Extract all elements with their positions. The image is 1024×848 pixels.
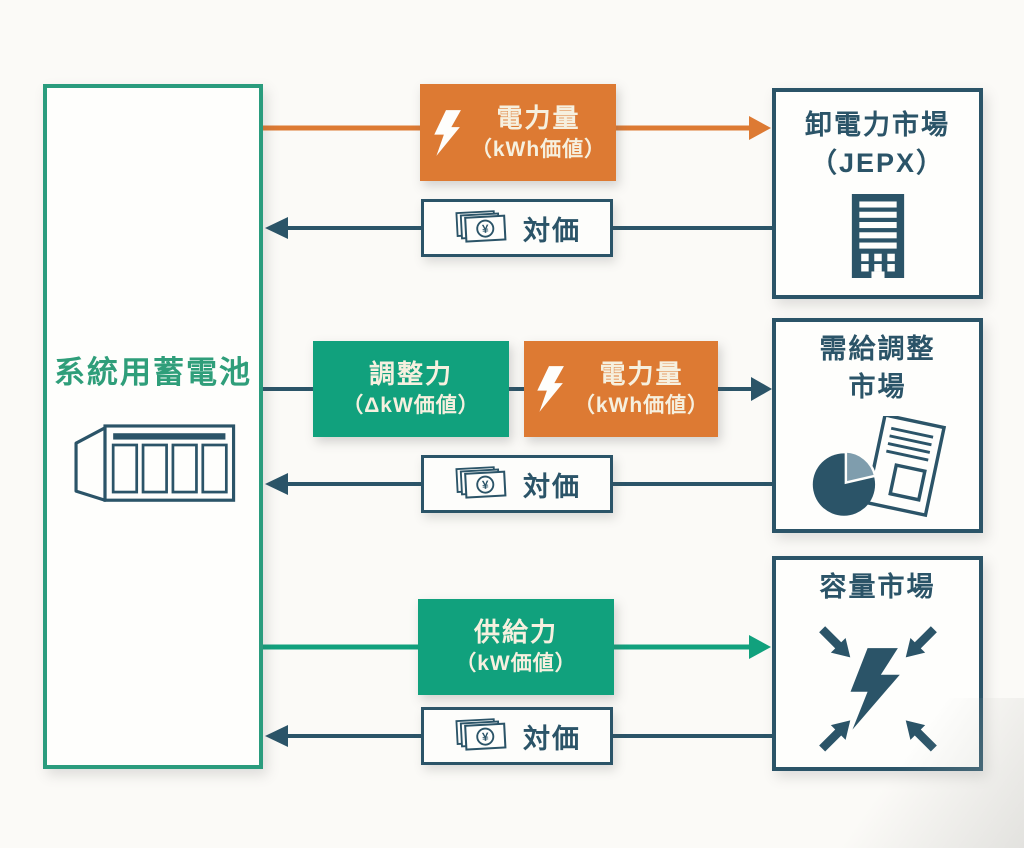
supply-line2: （kW価値）	[455, 652, 577, 676]
compensation-box-top: ¥ 対価	[421, 199, 613, 257]
compensation-box-mid: ¥ 対価	[421, 455, 613, 513]
arrow-pay-bottom-to-battery	[265, 725, 422, 747]
energy-kwh-tag-top: 電力量 （kWh価値）	[420, 84, 616, 181]
compensation-label: 対価	[523, 215, 581, 246]
energy-top-line2: （kWh価値）	[470, 137, 607, 161]
supply-line1: 供給力	[473, 617, 558, 648]
wholesale-market-title: 卸電力市場 （JEPX）	[805, 109, 950, 178]
arrow-supply-to-capacity	[613, 635, 771, 659]
svg-text:¥: ¥	[482, 730, 490, 744]
battery-container-icon	[74, 424, 236, 502]
building-icon	[851, 194, 904, 279]
wholesale-market-box: 卸電力市場 （JEPX）	[772, 88, 983, 299]
svg-text:¥: ¥	[482, 478, 490, 492]
arrow-pay-mid-to-battery	[265, 473, 422, 495]
compensation-label: 対価	[523, 723, 581, 754]
lightning-bolt-icon	[434, 109, 461, 156]
arrow-energy-top-to-wholesale	[615, 116, 771, 140]
capacity-market-box: 容量市場	[772, 556, 983, 771]
pie-chart-document-icon	[812, 416, 946, 518]
energy-kwh-tag-mid: 電力量 （kWh価値）	[524, 341, 718, 437]
compensation-box-bottom: ¥ 対価	[421, 707, 613, 765]
svg-text:¥: ¥	[482, 222, 490, 236]
balancing-market-box: 需給調整 市場	[772, 318, 983, 533]
yen-banknotes-icon: ¥	[455, 466, 507, 499]
arrow-pay-top-to-battery	[265, 217, 422, 239]
energy-top-line1: 電力量	[496, 102, 581, 133]
adjustment-power-tag: 調整力 （ΔkW価値）	[313, 341, 509, 437]
converging-arrows-bolt-icon	[818, 626, 937, 752]
yen-banknotes-icon: ¥	[455, 210, 507, 243]
supply-capacity-tag: 供給力 （kW価値）	[418, 599, 614, 695]
capacity-market-title: 容量市場	[819, 571, 936, 602]
yen-banknotes-icon: ¥	[455, 718, 507, 751]
adjust-line2: （ΔkW価値）	[342, 394, 480, 418]
balancing-market-title: 需給調整 市場	[819, 333, 936, 402]
lightning-bolt-icon	[537, 366, 564, 412]
grid-battery-box: 系統用蓄電池	[43, 84, 263, 769]
arrow-energy-mid-to-balancing	[717, 377, 772, 401]
grid-battery-label: 系統用蓄電池	[54, 355, 252, 390]
adjust-line1: 調整力	[368, 359, 453, 390]
energy-mid-line1: 電力量	[599, 359, 684, 390]
compensation-label: 対価	[523, 471, 581, 502]
energy-mid-line2: （kWh価値）	[573, 394, 710, 418]
